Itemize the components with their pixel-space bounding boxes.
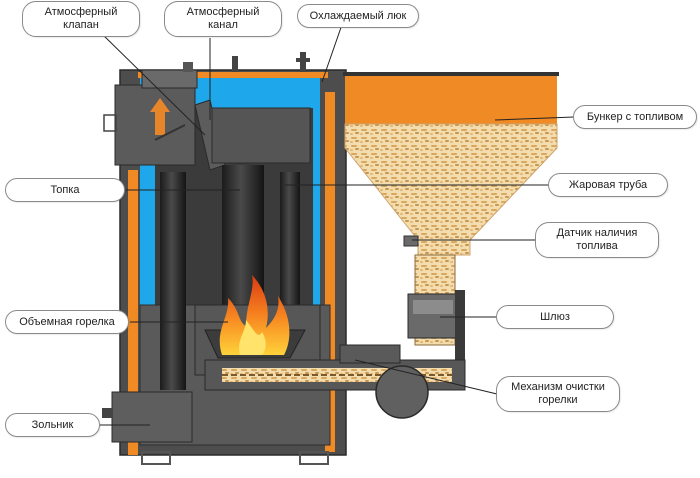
label-ash-pit: Зольник [5, 413, 100, 437]
label-cooled-hatch: Охлаждаемый люк [297, 4, 419, 28]
label-hopper: Бункер с топливом [573, 105, 697, 129]
label-volume-burner: Объемная горелка [5, 310, 129, 334]
cooled-hatch [211, 107, 311, 164]
motor-icon [375, 365, 429, 419]
label-fire-tube: Жаровая труба [548, 173, 668, 197]
label-sluice: Шлюз [496, 305, 614, 329]
fire-tubes [160, 165, 300, 390]
label-air-channel: Атмосферный канал [164, 1, 282, 37]
ash-pit-door [111, 391, 193, 443]
label-furnace: Топка [5, 178, 125, 202]
fuel-sensor-icon [403, 235, 419, 247]
leader-lines [99, 15, 575, 426]
sluice-unit [407, 290, 465, 385]
insulation-left [128, 170, 138, 455]
feed-auger [204, 344, 466, 419]
label-cleaning-mechanism: Механизм очистки горелки [496, 376, 620, 412]
insulation-right [325, 92, 335, 452]
airflow-arrow-icon [150, 98, 170, 135]
flame-icon [219, 275, 290, 355]
label-fuel-sensor: Датчик наличия топлива [535, 222, 659, 258]
label-air-valve: Атмосферный клапан [22, 1, 140, 37]
